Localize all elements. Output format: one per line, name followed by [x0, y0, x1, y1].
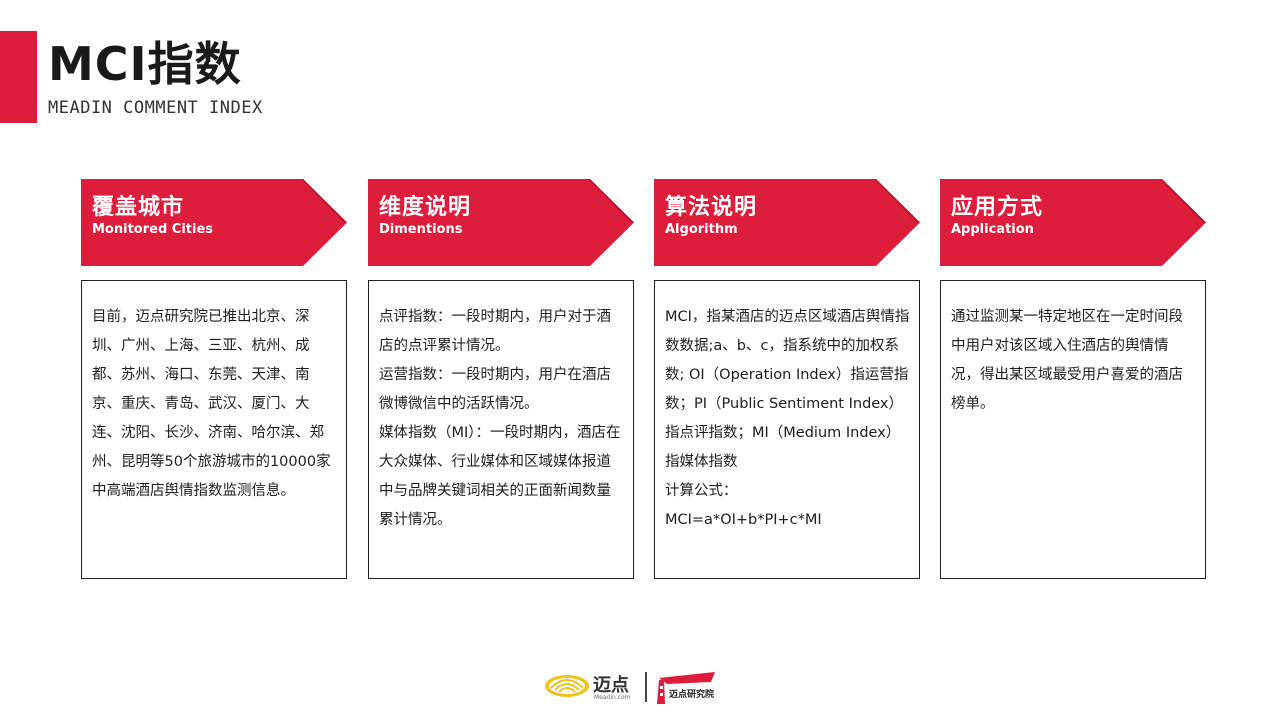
institute-name: 迈点研究院	[669, 690, 715, 700]
section-title: 应用方式	[951, 195, 1044, 220]
page-subtitle: MEADIN COMMENT INDEX	[48, 98, 263, 118]
section-content-box: 通过监测某一特定地区在一定时间段中用户对该区域入住酒店的舆情情况，得出某区域最受…	[940, 280, 1206, 579]
meadin-logo-domain: Meadin.com	[594, 694, 631, 701]
column-application: 应用方式 Application 通过监测某一特定地区在一定时间段中用户对该区域…	[940, 179, 1206, 579]
page-title: MCI指数	[48, 37, 242, 91]
footer-divider	[645, 672, 647, 702]
section-header-arrow: 覆盖城市 Monitored Cities	[81, 179, 347, 266]
section-header-arrow: 应用方式 Application	[940, 179, 1206, 266]
section-title: 覆盖城市	[92, 195, 185, 220]
section-header-arrow: 维度说明 Dimentions	[368, 179, 634, 266]
column-algorithm: 算法说明 Algorithm MCI，指某酒店的迈点区域酒店舆情指数数据;a、b…	[654, 179, 920, 579]
section-paragraph: MCI，指某酒店的迈点区域酒店舆情指数数据;a、b、c，指系统中的加权系数; O…	[665, 309, 910, 470]
title-accent-bar	[0, 31, 37, 123]
arrow-shape	[654, 179, 920, 266]
meadin-logo-name: 迈点	[593, 675, 629, 696]
arrow-shape	[940, 179, 1206, 266]
section-paragraph: 运营指数：一段时期内，用户在酒店微博微信中的活跃情况。	[379, 367, 611, 412]
footer-logos: 迈点 Meadin.com 迈点研究院	[543, 666, 723, 706]
arrow-shape	[81, 179, 347, 266]
section-subtitle: Application	[951, 222, 1034, 237]
section-title: 维度说明	[379, 195, 472, 220]
formula-text: MCI=a*OI+b*PI+c*MI	[665, 512, 822, 528]
section-paragraph: 点评指数：一段时期内，用户对于酒店的点评累计情况。	[379, 309, 611, 354]
column-dimensions: 维度说明 Dimentions 点评指数：一段时期内，用户对于酒店的点评累计情况…	[368, 179, 634, 579]
section-header-arrow: 算法说明 Algorithm	[654, 179, 920, 266]
lighthouse-icon	[657, 672, 715, 704]
section-subtitle: Dimentions	[379, 222, 463, 237]
section-paragraph: 目前，迈点研究院已推出北京、深圳、广州、上海、三亚、杭州、成都、苏州、海口、东莞…	[92, 309, 331, 499]
column-monitored-cities: 覆盖城市 Monitored Cities 目前，迈点研究院已推出北京、深圳、广…	[81, 179, 347, 579]
section-paragraph: 通过监测某一特定地区在一定时间段中用户对该区域入住酒店的舆情情况，得出某区域最受…	[951, 309, 1183, 412]
section-subtitle: Algorithm	[665, 222, 738, 237]
arrow-shape	[368, 179, 634, 266]
section-content-box: 目前，迈点研究院已推出北京、深圳、广州、上海、三亚、杭州、成都、苏州、海口、东莞…	[81, 280, 347, 579]
section-paragraph: 计算公式：	[665, 483, 738, 499]
section-paragraph: 媒体指数（MI）：一段时期内，酒店在大众媒体、行业媒体和区域媒体报道中与品牌关键…	[379, 425, 621, 528]
section-content-box: 点评指数：一段时期内，用户对于酒店的点评累计情况。 运营指数：一段时期内，用户在…	[368, 280, 634, 579]
section-subtitle: Monitored Cities	[92, 222, 214, 237]
section-content-box: MCI，指某酒店的迈点区域酒店舆情指数数据;a、b、c，指系统中的加权系数; O…	[654, 280, 920, 579]
section-title: 算法说明	[665, 195, 758, 220]
meadin-logo-icon	[545, 675, 589, 697]
